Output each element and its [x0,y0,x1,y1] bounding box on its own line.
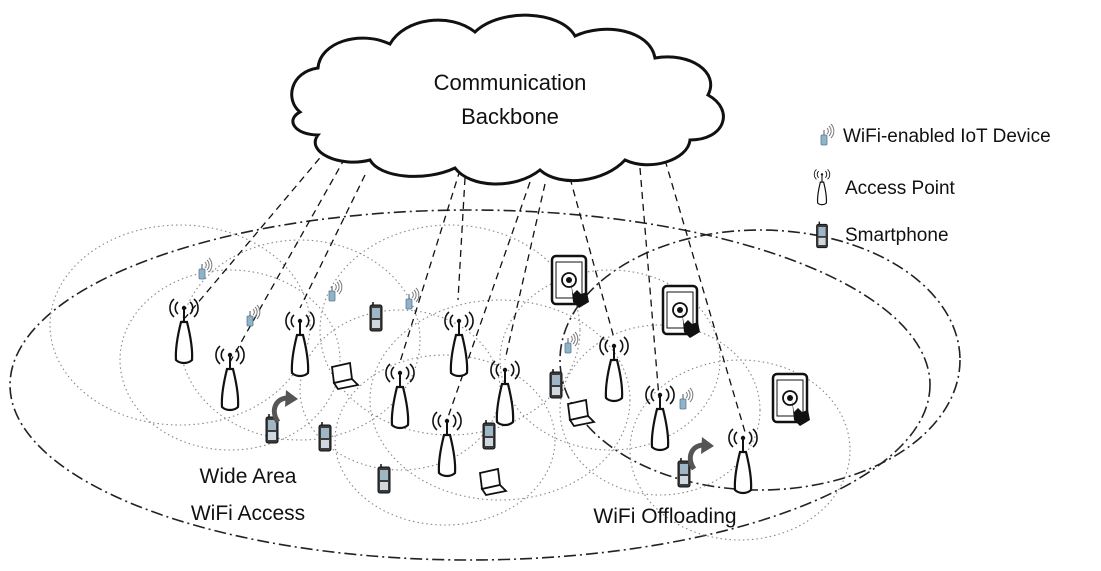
legend-iot-label: WiFi-enabled IoT Device [843,126,1051,147]
smartphone-icon [377,463,391,494]
laptop-icon [567,399,595,427]
offload-boundary [559,229,961,491]
smartphone-icon [369,301,383,332]
legend-access-point-icon [813,168,831,206]
smartphone-icon [677,457,691,488]
legend: WiFi-enabled IoT Device Access Point Sma… [813,123,1051,249]
wide-area-label-line2: WiFi Access [191,502,305,525]
iot-device-icon [198,257,213,280]
legend-smartphone-label: Smartphone [845,225,949,246]
access-point-icon [168,297,200,365]
curved-arrow-icon [274,390,298,422]
legend-smartphone-icon [815,220,829,249]
smartphone-icon [549,368,563,399]
backhaul-links [184,139,746,433]
smartphone-icon [318,421,332,452]
tablet-touch-icon [771,372,812,428]
legend-ap-label: Access Point [845,178,956,199]
wide-area-label-line1: Wide Area [200,465,297,488]
iot-device-icon [679,387,694,410]
cloud-title-line1: Communication [434,70,587,95]
laptop-icon [331,362,359,390]
tablet-touch-icon [661,284,702,340]
access-point-icon [489,359,521,427]
access-point-icon [384,362,416,430]
iot-device-icon [564,331,579,354]
access-point-icon [214,344,246,412]
access-point-icon [644,384,676,452]
smartphone-icon [482,419,496,450]
curved-arrow-icon [690,437,714,469]
access-point-icon [431,410,463,478]
iot-device-icon [405,287,420,310]
cloud-title-line2: Backbone [461,104,559,129]
backbone-cloud [290,13,725,186]
iot-device-icon [328,279,343,302]
laptop-icon [479,468,507,496]
iot-device-icon [246,304,261,327]
access-point-icon [443,310,475,378]
access-point-icon [284,310,316,378]
offloading-label: WiFi Offloading [593,505,736,528]
tablet-touch-icon [550,254,591,310]
legend-iot-icon [820,123,835,146]
coverage-boundary [9,209,931,561]
access-point-icon [727,427,759,495]
